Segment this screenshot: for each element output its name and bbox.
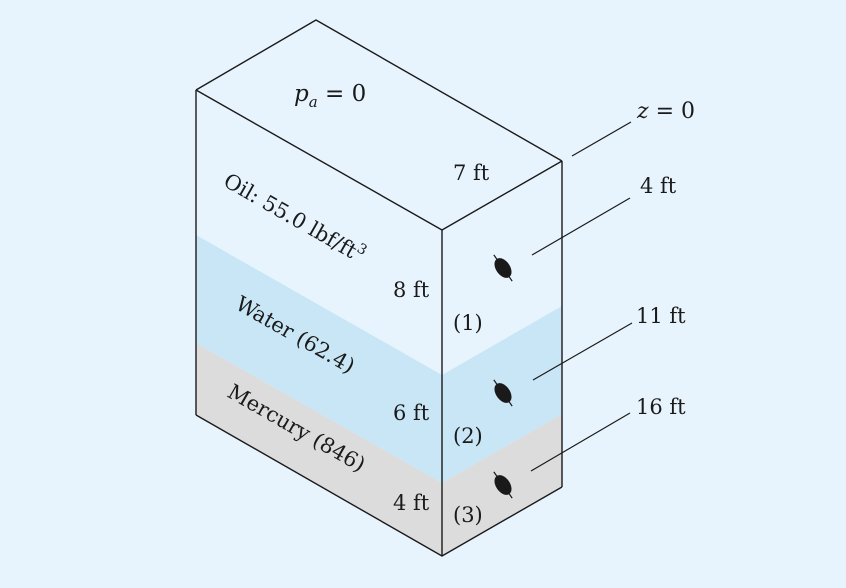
elevation-z0-label: z = 0 xyxy=(636,99,695,124)
gauge-1-icon xyxy=(493,254,513,282)
leader-4ft xyxy=(531,197,631,256)
surface-pressure-label: pa = 0 xyxy=(294,81,366,111)
oil-depth-label: 8 ft xyxy=(393,278,430,302)
point-1-label: (1) xyxy=(453,311,483,335)
leader-16ft xyxy=(530,412,631,472)
top-width-label: 7 ft xyxy=(453,161,490,185)
mercury-depth-label: 4 ft xyxy=(393,491,430,515)
water-depth-label: 6 ft xyxy=(393,401,430,425)
oil-layer-left-face xyxy=(196,90,442,375)
water-layer-left-face xyxy=(196,235,442,483)
gauge-3-icon xyxy=(493,471,513,499)
elevation-11ft-label: 11 ft xyxy=(636,304,686,328)
elevation-4ft-label: 4 ft xyxy=(640,174,677,198)
leader-z0 xyxy=(571,121,632,157)
tank-top-face xyxy=(196,20,562,230)
leader-11ft xyxy=(532,322,633,381)
tank-edges xyxy=(195,19,563,557)
elevation-16ft-label: 16 ft xyxy=(636,395,686,419)
point-3-label: (3) xyxy=(453,503,483,527)
gauge-2-icon xyxy=(493,379,513,407)
point-2-label: (2) xyxy=(453,424,483,448)
mercury-layer-left-face xyxy=(196,343,442,556)
